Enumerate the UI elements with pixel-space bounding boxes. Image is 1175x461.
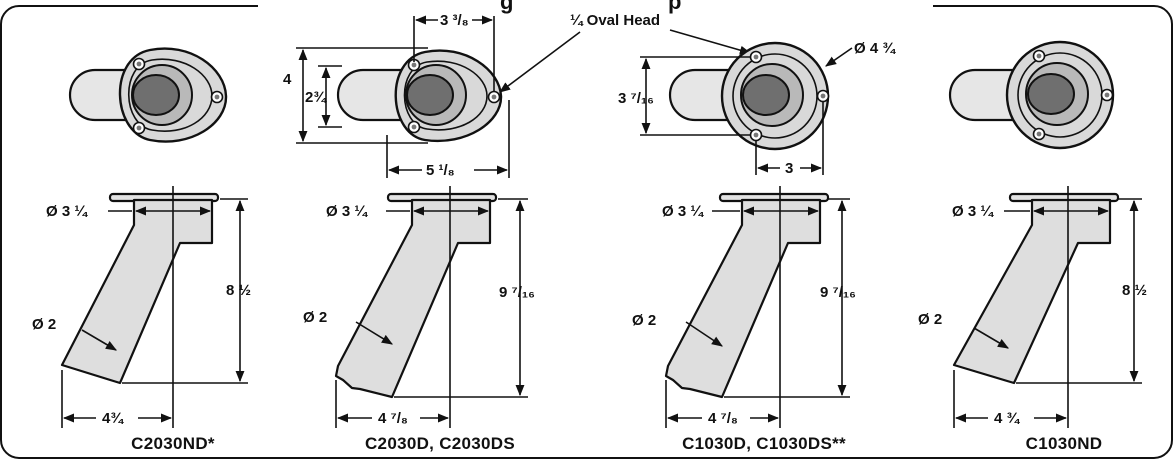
offset-label: 4 ⁷/₈ [378, 410, 408, 427]
header-title-fragment-right: p [668, 0, 681, 14]
dim-label-height: 3 ⁷/₁₆ [618, 90, 654, 107]
screw-head-3 [749, 128, 763, 142]
tube-body [664, 198, 822, 399]
model-name-label: C1030D, C1030DS** [682, 434, 846, 453]
dim-line-tube [355, 321, 393, 345]
side-view-4: Ø 3 ¼ Ø 2 8 ½ 4 ¾ C1030ND [918, 186, 1147, 453]
side-view-3: Ø 3 ¼ Ø 2 9 ⁷/₁₆ 4 ⁷/₈ C1030D, C1030DS** [632, 186, 856, 453]
callout-leader-left [499, 31, 581, 93]
top-view-c1030nd [948, 40, 1115, 150]
dim-line-diameter [825, 47, 853, 67]
screw-head-2 [1100, 88, 1114, 102]
flange-diameter-label: Ø 3 ¼ [662, 203, 704, 220]
tube-diameter-label: Ø 2 [32, 316, 56, 333]
length-label: 8 ½ [226, 282, 251, 299]
dim-label-top-width: 3 ³/₈ [440, 12, 469, 29]
flange-diameter-label: Ø 3 ¼ [46, 203, 88, 220]
flange-diameter-label: Ø 3 ¼ [326, 203, 368, 220]
screw-head-1 [1032, 49, 1046, 63]
tube-diameter-label: Ø 2 [303, 309, 327, 326]
length-label: 9 ⁷/₁₆ [499, 284, 535, 301]
screw-head-2 [816, 89, 830, 103]
length-label: 9 ⁷/₁₆ [820, 284, 856, 301]
dim-label-diameter: Ø 4 ¾ [854, 40, 896, 57]
screw-head-2 [487, 90, 501, 104]
top-view-c2030nd [68, 47, 228, 143]
tube-diameter-label: Ø 2 [632, 312, 656, 329]
flange-diameter-label: Ø 3 ¼ [952, 203, 994, 220]
oval-head-callout: ¼ Oval Head [499, 12, 752, 93]
tube-diameter-label: Ø 2 [918, 311, 942, 328]
side-view-1: Ø 3 ¼ Ø 2 8 ½ 4¾ C2030ND* [32, 186, 251, 453]
offset-label: 4¾ [102, 410, 124, 427]
callout-leader-right [669, 29, 752, 55]
model-name-label: C1030ND [1026, 434, 1103, 453]
dim-label-bottom-width: 3 [785, 160, 793, 177]
header-title-fragment: g [500, 0, 513, 14]
tube-body [334, 198, 492, 399]
dim-label-inner: 2¾ [305, 89, 327, 106]
screw-head-3 [132, 121, 146, 135]
screw-head-1 [749, 50, 763, 64]
header-gap [258, 0, 933, 10]
top-view-c2030d: 4 2¾ 3 ³/₈ 5 ¹/₈ [283, 12, 510, 179]
tube-body [60, 198, 214, 385]
dim-line-tube [81, 329, 117, 351]
callout-label: ¼ Oval Head [570, 12, 660, 29]
dim-label-height: 4 [283, 71, 292, 88]
offset-label: 4 ⁷/₈ [708, 410, 738, 427]
screw-head-3 [1032, 127, 1046, 141]
top-view-c1030d: 3 ⁷/₁₆ Ø 4 ¾ 3 [618, 40, 896, 177]
dim-line-tube [685, 321, 723, 347]
model-name-label: C2030D, C2030DS [365, 434, 515, 453]
length-label: 8 ½ [1122, 282, 1147, 299]
screw-head-3 [407, 120, 421, 134]
tube-body [952, 198, 1112, 385]
dim-label-bottom-width: 5 ¹/₈ [426, 162, 455, 179]
screw-head-2 [210, 90, 224, 104]
screw-head-1 [132, 57, 146, 71]
model-name-label: C2030ND* [131, 434, 215, 453]
side-view-2: Ø 3 ¼ Ø 2 9 ⁷/₁₆ 4 ⁷/₈ C2030D, C2030DS [303, 186, 535, 453]
dim-line-tube [973, 327, 1009, 349]
offset-label: 4 ¾ [994, 410, 1021, 427]
